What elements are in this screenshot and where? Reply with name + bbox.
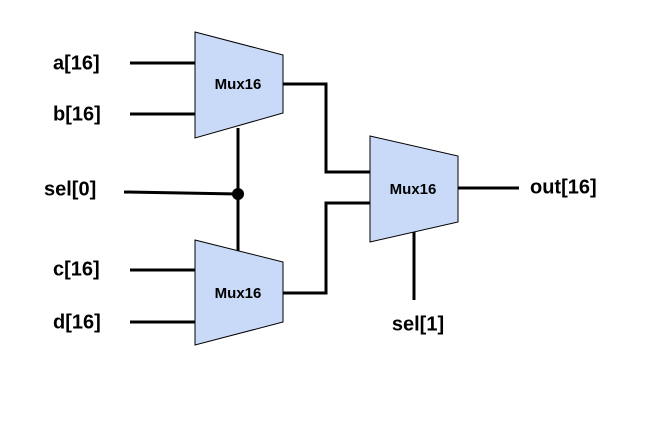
mux-final-label: Mux16: [390, 181, 437, 198]
mux-bottom: [194, 239, 284, 346]
wire-sel0: [123, 190, 239, 196]
wire-top-mux-out: [283, 82, 372, 174]
wire-bottom-mux-out: [283, 201, 372, 295]
mux-top-label: Mux16: [215, 76, 262, 93]
input-sel0-label: sel[0]: [44, 178, 96, 200]
input-d-label: d[16]: [53, 311, 101, 333]
junction-dot: [232, 188, 244, 200]
input-sel1-label: sel[1]: [392, 313, 444, 335]
mux-final: [369, 135, 459, 243]
input-c-label: c[16]: [53, 258, 100, 280]
input-b-label: b[16]: [53, 103, 101, 125]
input-a-label: a[16]: [53, 52, 100, 74]
mux-top: [194, 31, 284, 139]
output-out-label: out[16]: [530, 176, 597, 198]
mux-bottom-label: Mux16: [215, 285, 262, 302]
